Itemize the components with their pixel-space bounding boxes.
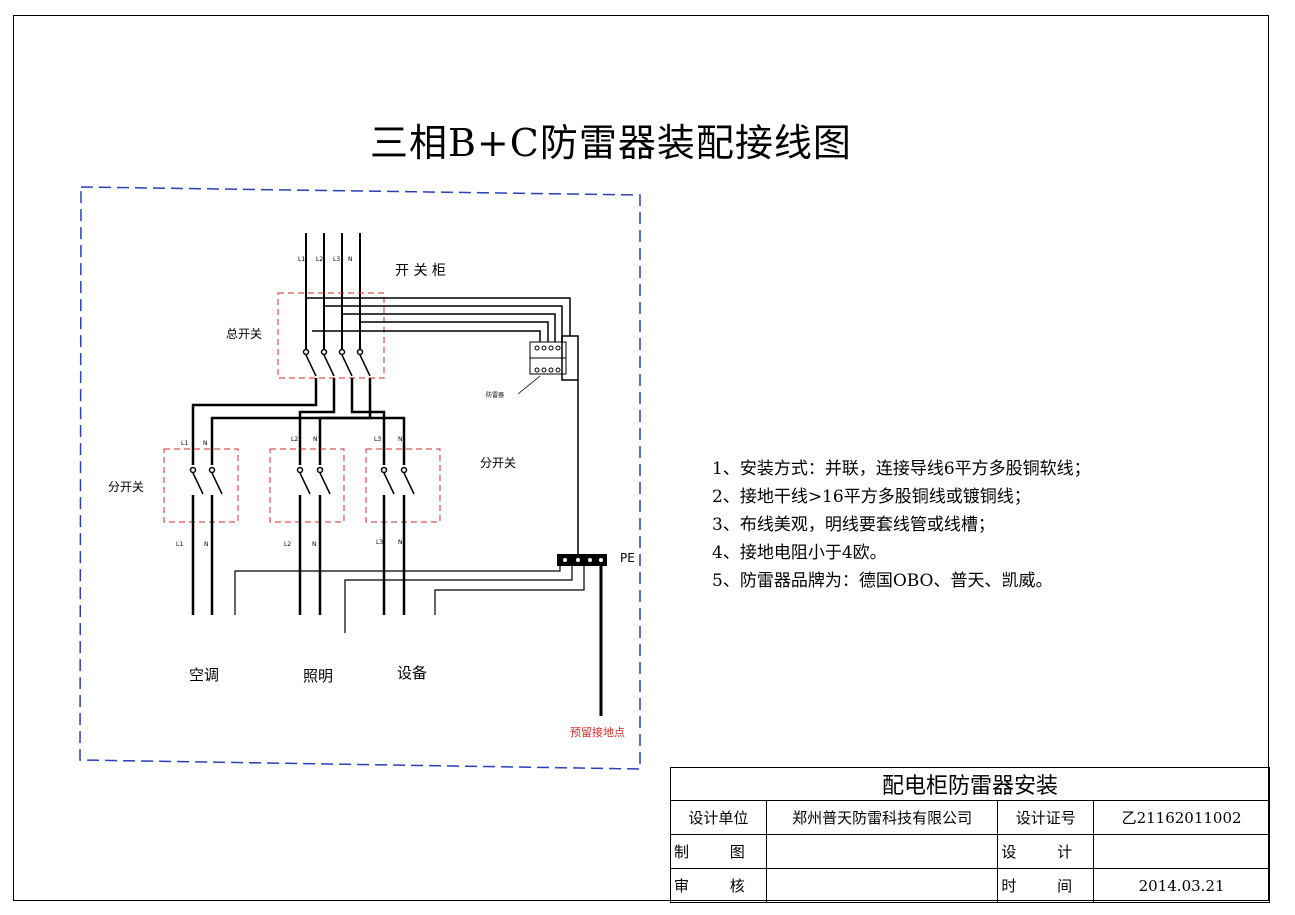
branch-switch-contacts: [189, 466, 415, 495]
load-label-lighting: 照明: [303, 667, 334, 685]
drawing-frame: [13, 15, 1269, 901]
busbar-label-l3: L3: [333, 256, 341, 263]
pe-wires: [234, 566, 585, 633]
spd-label: 防雷器: [486, 392, 505, 399]
branch-1-bottom-l: L1: [176, 541, 184, 548]
branch-2-bottom-n: N: [312, 541, 317, 548]
main-switch-box: [277, 292, 385, 379]
spd-feed-wires: [305, 297, 571, 344]
branch-1-top-n: N: [203, 440, 208, 447]
main-switch-label: 总开关: [226, 327, 263, 341]
pe-label: PE: [620, 551, 635, 565]
branch-switch-label-left: 分开关: [108, 480, 145, 494]
note-item: 4、接地电阻小于4欧。: [712, 543, 887, 563]
branch-3-top-n: N: [398, 436, 403, 443]
branch-1-top-l: L1: [181, 440, 189, 447]
spd-leader: [517, 375, 541, 395]
branch-3-bottom-l: L3: [376, 539, 384, 546]
branch-3-bottom-n: N: [398, 539, 403, 546]
spd-device: [529, 335, 579, 381]
note-item: 3、布线美观，明线要套线管或线槽；: [712, 515, 995, 535]
distribution-wires: [191, 378, 406, 465]
branch-output-wires: [191, 495, 406, 615]
branch-3-top-l: L3: [374, 436, 382, 443]
title-block-heading: 配电柜防雷器安装: [670, 767, 1270, 801]
ground-point-label: 预留接地点: [570, 726, 625, 739]
note-item: 5、防雷器品牌为：德国OBO、普天、凯威。: [712, 571, 1053, 591]
branch-2-bottom-l: L2: [284, 541, 292, 548]
load-label-equipment: 设备: [397, 664, 428, 682]
pe-bar: [557, 554, 607, 566]
branch-2-top-l: L2: [291, 436, 299, 443]
note-item: 2、接地干线>16平方多股铜线或镀铜线；: [712, 487, 1031, 507]
drawing-title: 三相B+C防雷器装配接线图: [370, 121, 852, 165]
design-unit-value: 郑州普天防雷科技有限公司: [765, 800, 999, 835]
design-value: [1093, 834, 1270, 869]
branch-2-top-n: N: [313, 436, 318, 443]
date-label: 时 间: [997, 868, 1095, 903]
branch-switch-boxes: [163, 448, 441, 523]
busbar-label-n: N: [348, 256, 353, 263]
title-block: 配电柜防雷器安装 设计单位 郑州普天防雷科技有限公司 设计证号 乙2116201…: [670, 767, 1270, 903]
drawing-label: 制 图: [670, 834, 767, 869]
cabinet-label: 开 关 柜: [395, 263, 446, 279]
main-switch-contacts: [302, 348, 371, 377]
drawing-value: [765, 834, 999, 869]
busbar-label-l1: L1: [298, 256, 306, 263]
cert-label: 设计证号: [997, 800, 1095, 835]
main-busbars: [305, 233, 361, 350]
note-item: 1、安装方式：并联，连接导线6平方多股铜软线；: [712, 459, 1091, 479]
branch-1-bottom-n: N: [204, 541, 209, 548]
design-unit-label: 设计单位: [670, 800, 767, 835]
cert-value: 乙21162011002: [1093, 800, 1270, 835]
design-label: 设 计: [997, 834, 1095, 869]
date-value: 2014.03.21: [1093, 868, 1270, 903]
review-label: 审 核: [670, 868, 767, 903]
busbar-label-l2: L2: [316, 256, 324, 263]
branch-switch-label-right: 分开关: [480, 456, 517, 470]
installation-notes: 1、安装方式：并联，连接导线6平方多股铜软线； 2、接地干线>16平方多股铜线或…: [712, 455, 1091, 595]
review-value: [765, 868, 999, 903]
load-label-aircon: 空调: [189, 666, 220, 684]
